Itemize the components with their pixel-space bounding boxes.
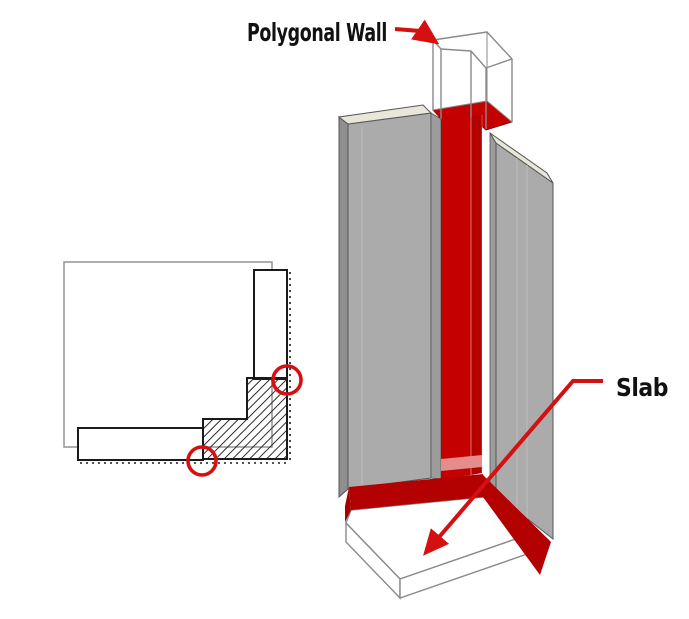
plan-wall-vertical (253, 269, 288, 380)
plan-wall-horizontal (77, 427, 204, 461)
left-wall-3d (337, 104, 442, 499)
wireframe-top-face (432, 31, 513, 69)
polygonal-wall-label: Polygonal Wall (247, 18, 387, 47)
slab-edge-right-band (483, 475, 551, 575)
annotations: Polygonal Wall Slab (247, 18, 669, 556)
plan-view-2d (63, 261, 303, 477)
polygonal-wall-front-face (441, 116, 471, 479)
junction-highlight-circle-bottom (186, 445, 218, 477)
right-wall-top-face (489, 132, 554, 184)
slab-label: Slab (616, 373, 668, 402)
left-wall-end-face (430, 112, 442, 480)
polygonal-wall-step-face (471, 115, 482, 475)
right-wall-end-face (489, 131, 497, 496)
left-wall-front-face (347, 112, 432, 490)
left-wall-side-face (338, 115, 349, 499)
axon-view-3d (337, 31, 554, 600)
slab-top-light-band (441, 455, 482, 471)
right-wall-3d (489, 131, 554, 541)
slab-edge-left-wedge (345, 487, 351, 522)
polygonal-wall-wireframe (432, 31, 513, 129)
plan-polygonal-wall-hatched (202, 377, 288, 460)
left-wall-top-face (337, 104, 433, 125)
right-wall-front-face (495, 142, 554, 541)
slab-edge-left-band (349, 474, 483, 510)
leader-arrow-polygonal-wall (394, 19, 440, 45)
junction-highlight-circle-top (271, 364, 303, 396)
wireframe-base-edge (432, 100, 513, 123)
slab-highlight-3d (345, 455, 551, 575)
leader-arrow-slab (423, 379, 603, 556)
